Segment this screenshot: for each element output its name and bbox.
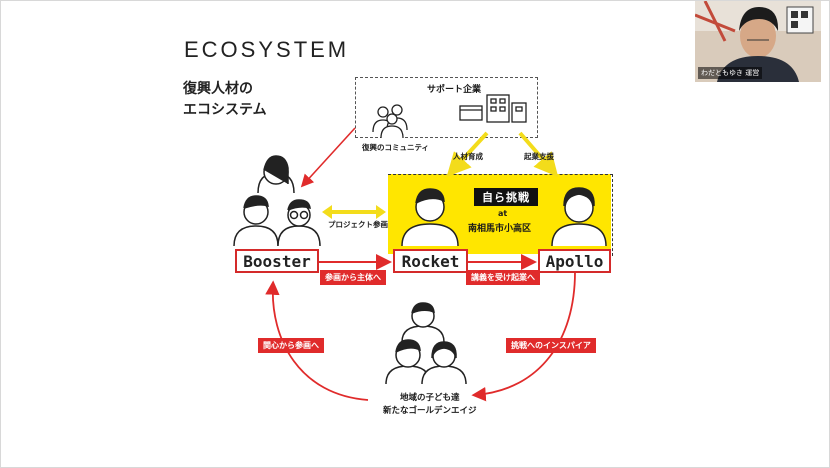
support-companies-label: サポート企業 bbox=[427, 85, 482, 95]
subtitle-line-1: 復興人材の bbox=[183, 81, 253, 97]
webcam-scene bbox=[695, 1, 821, 82]
subtitle-line-2: エコシステム bbox=[183, 102, 267, 118]
challenge-at-text: at bbox=[498, 209, 508, 218]
kids-people-icon bbox=[385, 302, 467, 385]
booster-people-icon bbox=[233, 155, 321, 247]
kids-caption: 地域の子ども達 新たなゴールデンエイジ bbox=[383, 392, 477, 418]
kids-caption-line-2: 新たなゴールデンエイジ bbox=[383, 406, 477, 416]
flow-rocket-to-apollo: 講義を受け起業へ bbox=[466, 270, 540, 285]
slide-title: ECOSYSTEM bbox=[184, 37, 350, 62]
kids-caption-line-1: 地域の子ども達 bbox=[400, 393, 460, 403]
webcam-name-tag: わだともゆき 運営 bbox=[698, 67, 763, 79]
community-people-icon bbox=[372, 104, 408, 139]
rocket-person-icon bbox=[401, 188, 459, 247]
flow-kids-to-booster: 関心から参画へ bbox=[258, 338, 324, 353]
community-label: 復興のコミュニティ bbox=[362, 143, 430, 152]
startup-support-label: 起業支援 bbox=[524, 152, 554, 161]
slide-subtitle: 復興人材の エコシステム bbox=[183, 79, 267, 121]
self-challenge-badge: 自ら挑戦 bbox=[474, 188, 538, 206]
support-companies-box bbox=[355, 77, 538, 138]
challenge-area-border bbox=[388, 174, 613, 256]
flow-apollo-to-kids: 挑戦へのインスパイア bbox=[506, 338, 596, 353]
stage-rocket: Rocket bbox=[393, 249, 468, 273]
talent-development-label: 人材育成 bbox=[453, 152, 483, 161]
challenge-place-text: 南相馬市小高区 bbox=[468, 224, 532, 234]
project-participation-label: プロジェクト参画 bbox=[328, 220, 388, 229]
stage-apollo: Apollo bbox=[538, 249, 611, 273]
flow-booster-to-rocket: 参画から主体へ bbox=[320, 270, 386, 285]
stage-booster: Booster bbox=[235, 249, 319, 273]
apollo-person-icon bbox=[551, 187, 607, 247]
buildings-icon bbox=[459, 94, 527, 123]
